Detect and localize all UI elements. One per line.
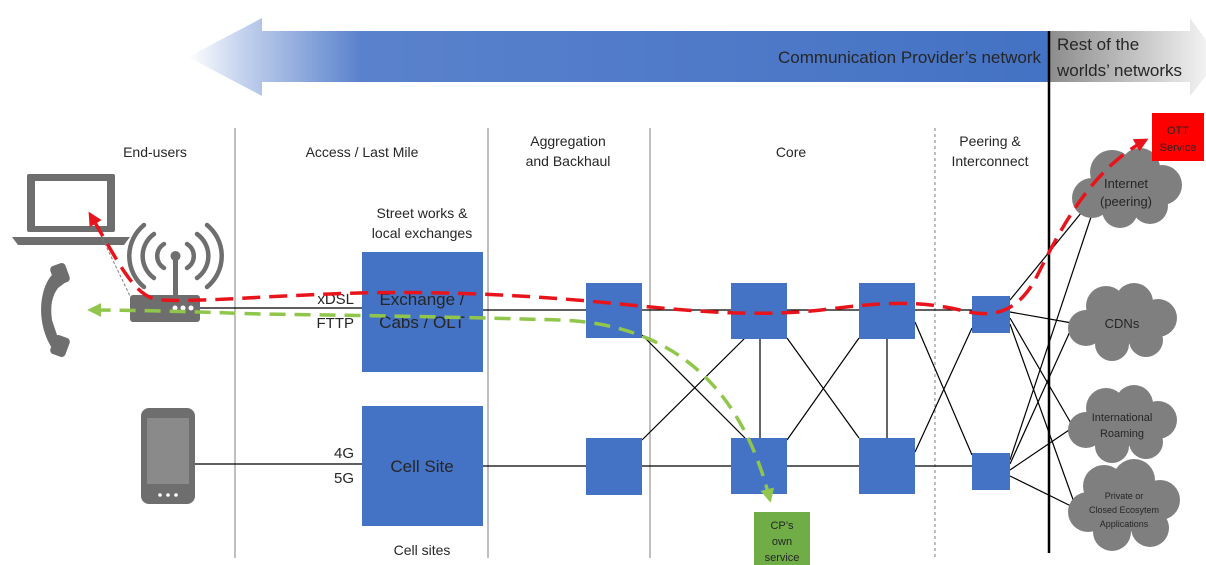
international-roaming-label-line1: International xyxy=(1092,412,1153,424)
mobile-phone-icon xyxy=(141,408,195,504)
ott-service-label-line1: OTT xyxy=(1167,125,1189,137)
rest-of-world-label-line2: worlds’ networks xyxy=(1056,61,1182,80)
aggregation-node-top xyxy=(586,283,642,338)
cp-own-service-box xyxy=(754,512,810,565)
link-core3-core2 xyxy=(786,337,860,441)
laptop-icon xyxy=(12,174,130,245)
laptop-cable xyxy=(95,224,131,297)
internet-cloud-label-line1: Internet xyxy=(1104,176,1148,191)
ott-service-box xyxy=(1152,113,1204,161)
private-ecosystem-cloud xyxy=(1068,459,1180,551)
private-ecosystem-label-line3: Applications xyxy=(1100,519,1149,529)
link-peer1-private xyxy=(1009,323,1076,506)
internet-cloud-label-line2: (peering) xyxy=(1100,194,1152,209)
international-roaming-cloud xyxy=(1068,385,1177,463)
column-header-peering-line1: Peering & xyxy=(959,133,1021,149)
4g-label: 4G xyxy=(334,445,354,462)
cp-own-service-path xyxy=(87,303,775,503)
cdns-cloud-label: CDNs xyxy=(1105,316,1140,331)
private-ecosystem-label-line1: Private or xyxy=(1105,491,1144,501)
column-header-end-users: End-users xyxy=(123,144,187,160)
link-core2-peer2 xyxy=(914,321,973,456)
cp-own-service-label-line3: service xyxy=(765,552,800,564)
link-peer2-private xyxy=(1009,475,1076,509)
cp-own-service-label-line1: CP’s xyxy=(770,520,794,532)
link-peer1-intl xyxy=(1009,317,1073,426)
street-works-label-line2: local exchanges xyxy=(372,225,472,241)
fttp-label: FTTP xyxy=(317,315,355,332)
cp-own-service-label-line2: own xyxy=(772,536,792,548)
link-agg1-core3 xyxy=(641,334,746,439)
link-peer2-internet xyxy=(1009,195,1099,461)
cell-site-label: Cell Site xyxy=(390,457,453,476)
column-separators xyxy=(234,128,936,558)
5g-label: 5G xyxy=(334,470,354,487)
column-header-peering-line2: Interconnect xyxy=(951,153,1028,169)
core-node-bottom-right xyxy=(859,438,915,494)
column-header-access: Access / Last Mile xyxy=(306,144,419,160)
aggregation-node-bottom xyxy=(586,438,642,495)
exchange-node xyxy=(362,252,483,372)
cdns-cloud xyxy=(1068,283,1177,361)
column-header-core: Core xyxy=(776,144,807,160)
street-works-label-line1: Street works & xyxy=(376,205,468,221)
international-roaming-label-line2: Roaming xyxy=(1100,428,1144,440)
core-node-top-right xyxy=(859,283,915,339)
peering-node-bottom xyxy=(972,453,1010,490)
rest-of-world-arrow xyxy=(1049,18,1206,96)
ott-internet-path xyxy=(88,138,1149,316)
core-node-top-left xyxy=(731,283,787,339)
column-header-aggregation-line2: and Backhaul xyxy=(526,153,611,169)
link-core4-peer1 xyxy=(914,327,973,453)
link-peer1-cdns xyxy=(1009,311,1073,324)
provider-network-label: Communication Provider’s network xyxy=(778,48,1041,67)
link-peer2-intl xyxy=(1009,427,1073,471)
cell-sites-label: Cell sites xyxy=(394,542,451,558)
ott-service-label-line2: Service xyxy=(1160,142,1197,154)
link-agg2-core1 xyxy=(641,337,746,441)
provider-network-arrow xyxy=(188,18,1049,96)
wireless-signal-icon xyxy=(127,222,224,290)
phone-handset-icon xyxy=(41,262,70,358)
rest-of-world-label-line1: Rest of the xyxy=(1057,35,1139,54)
private-ecosystem-label-line2: Closed Ecosytem xyxy=(1089,505,1159,515)
column-header-aggregation-line1: Aggregation xyxy=(530,133,606,149)
link-peer2-cdns xyxy=(1009,326,1073,465)
